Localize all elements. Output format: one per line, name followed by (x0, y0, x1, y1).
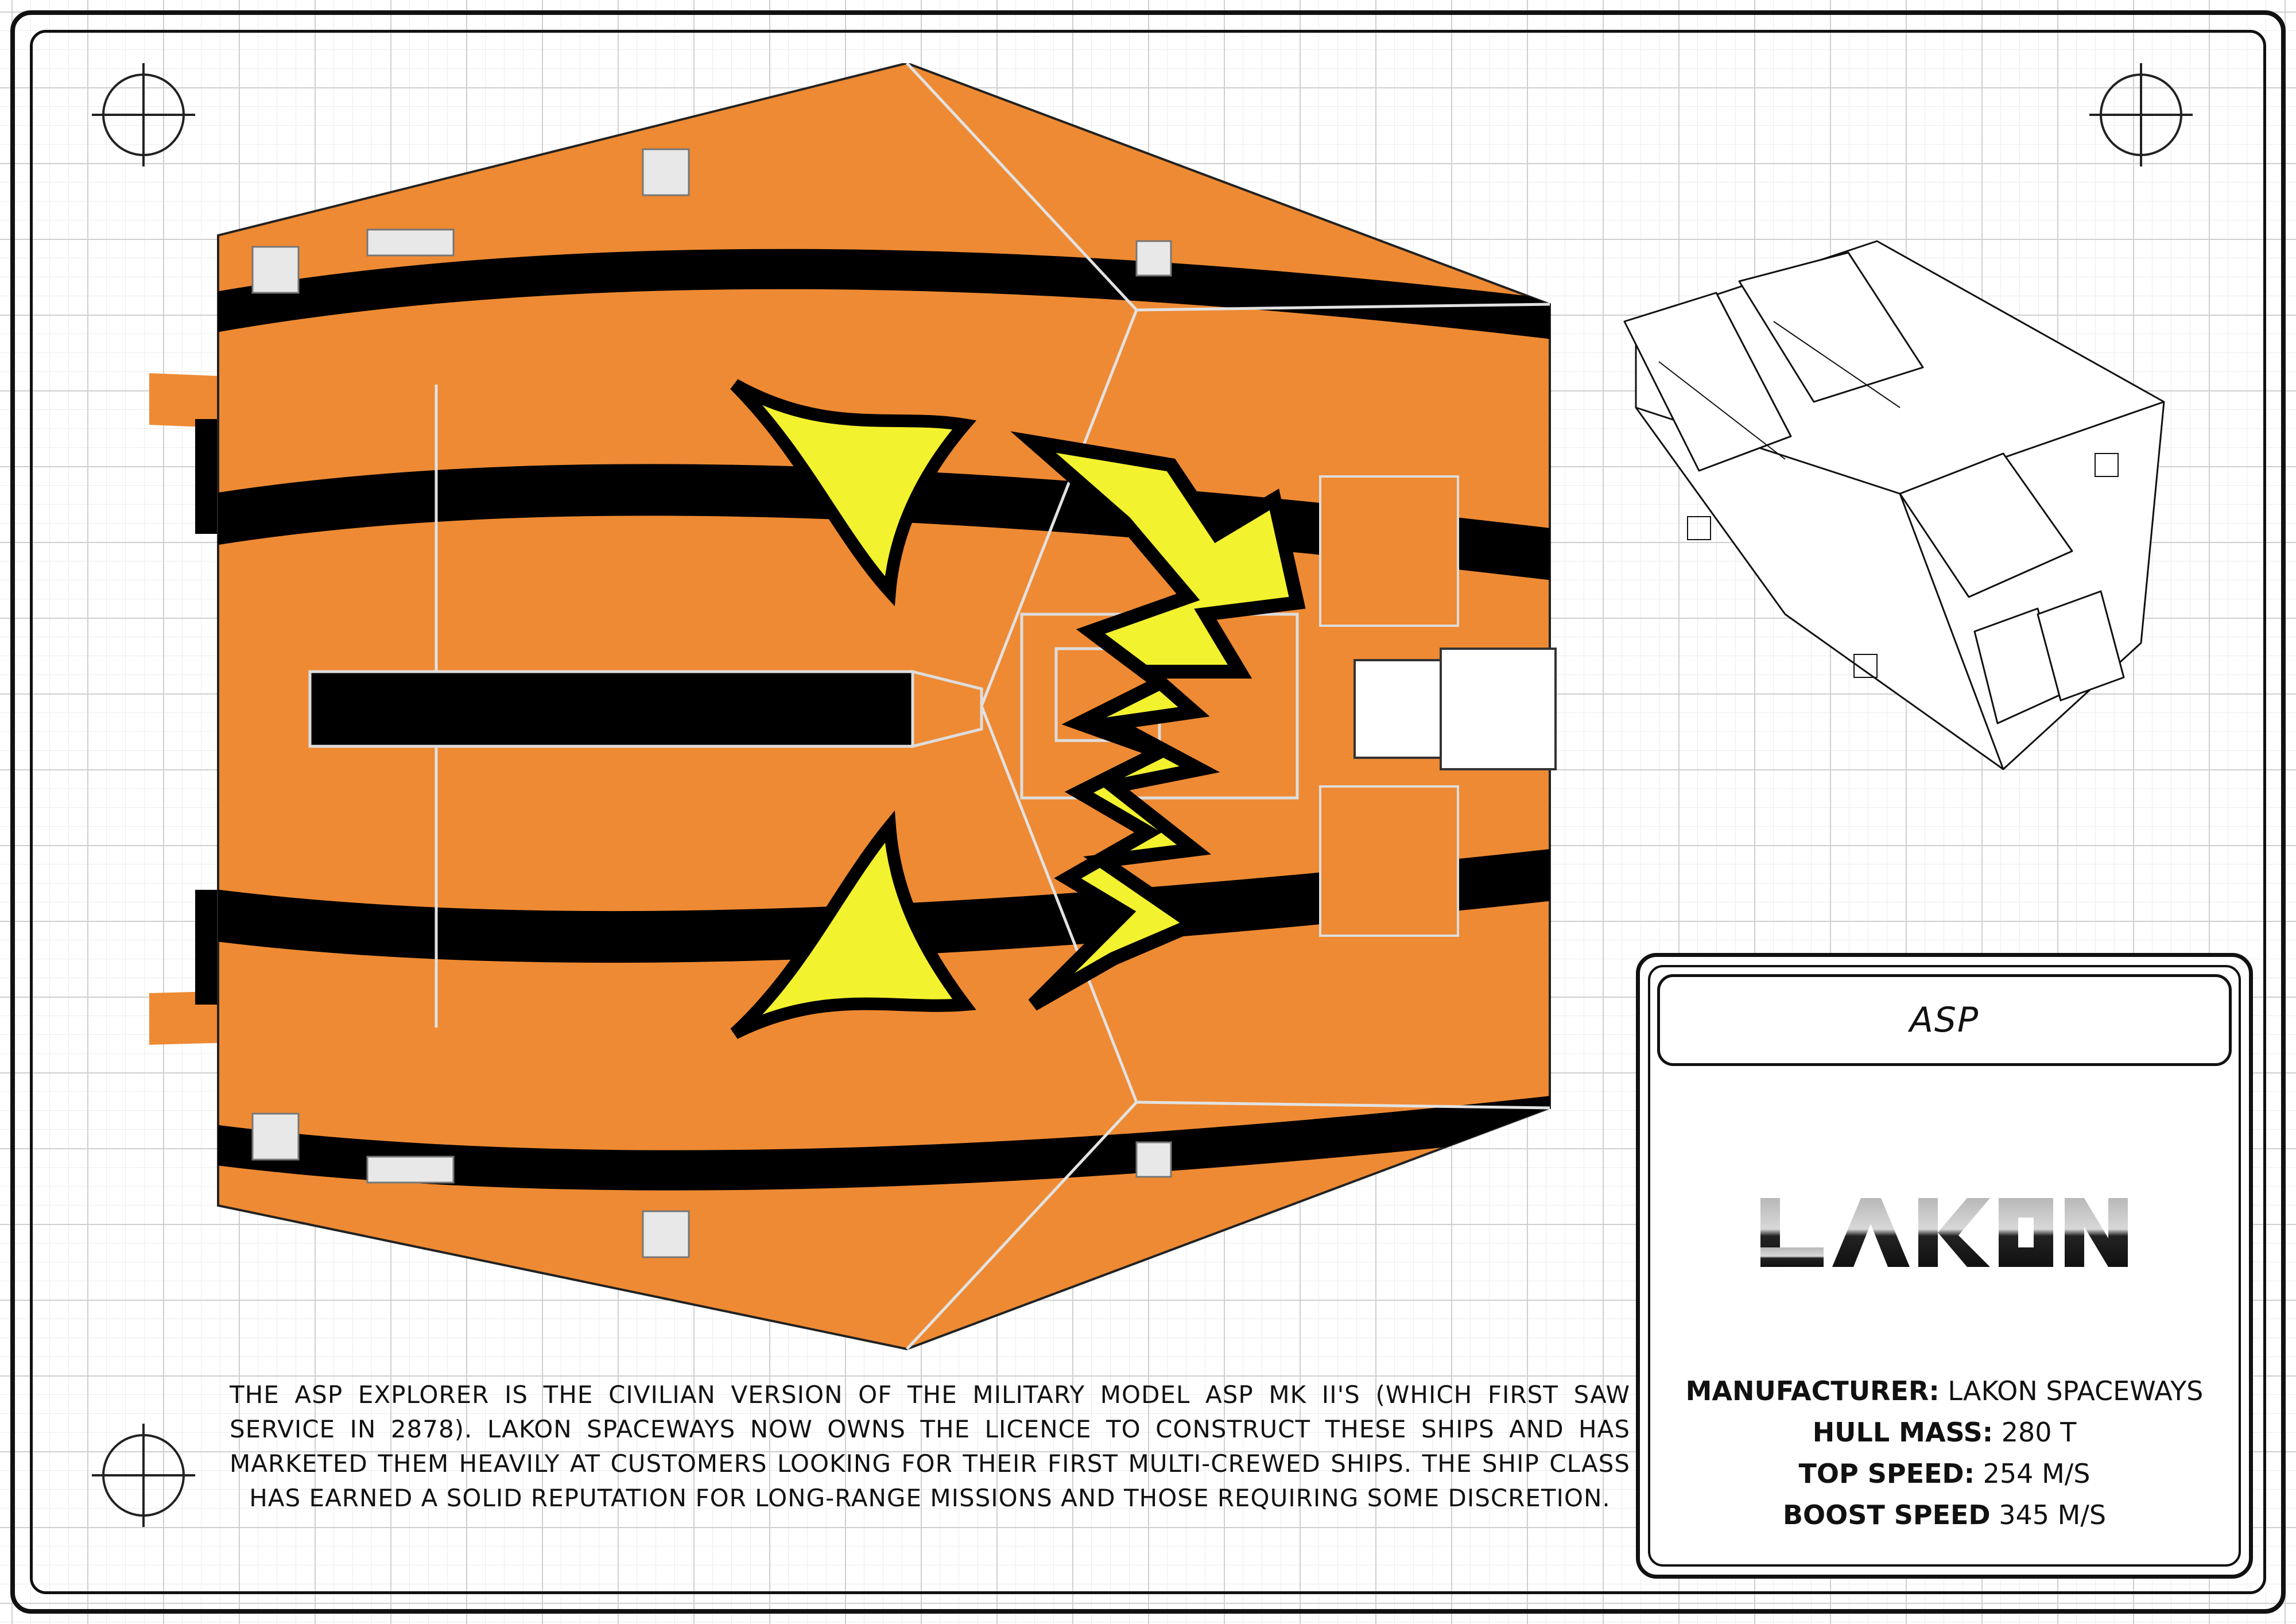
spec-boost-speed: BOOST SPEED 345 M/S (1640, 1494, 2249, 1536)
outer-frame (10, 10, 2286, 1614)
livery-stripes (218, 249, 1550, 1191)
spec-manufacturer: MANUFACTURER: LAKON SPACEWAYS (1640, 1370, 2249, 1412)
livery-teeth (1010, 431, 1306, 1011)
iso-engine-pod-upper (1738, 251, 1924, 403)
spec-top-speed: TOP SPEED: 254 M/S (1640, 1453, 2249, 1494)
spec-value: LAKON SPACEWAYS (1948, 1375, 2204, 1406)
livery-eye-lower (730, 810, 976, 1039)
spec-label: BOOST SPEED (1782, 1499, 1991, 1530)
livery-eye-upper (730, 379, 977, 607)
spec-hull-mass: HULL MASS: 280 T (1640, 1412, 2249, 1453)
spec-value: 254 M/S (1983, 1458, 2091, 1489)
ship-name: ASP (1909, 1000, 1980, 1040)
lakon-logo (1760, 1198, 2128, 1267)
spec-label: MANUFACTURER: (1685, 1375, 1940, 1406)
spec-label: TOP SPEED: (1798, 1458, 1975, 1489)
registration-mark-bottom-left (92, 1424, 195, 1527)
info-panel-inner-border (1648, 965, 2241, 1567)
spec-value: 280 T (2001, 1417, 2077, 1448)
ship-title-bar: ASP (1657, 974, 2232, 1066)
registration-mark-top-left (92, 63, 195, 166)
registration-mark-top-right (2089, 63, 2193, 166)
thruster-upper (1319, 475, 1459, 627)
ship-top-view-illustration (149, 63, 1557, 1351)
ship-info-panel: ASP MANUFA (1636, 953, 2253, 1579)
ship-specs: MANUFACTURER: LAKON SPACEWAYS HULL MASS:… (1640, 1370, 2249, 1536)
spec-value: 345 M/S (1999, 1499, 2107, 1530)
thruster-lower (1319, 785, 1459, 937)
central-spine (308, 669, 983, 749)
inner-frame (30, 30, 2266, 1594)
hull-vents (251, 148, 1172, 1258)
spec-label: HULL MASS: (1812, 1417, 1994, 1448)
iso-engine-pod-left (1623, 292, 1792, 472)
iso-cockpit (1899, 452, 2073, 598)
ship-isometric-drawing (1623, 240, 2165, 770)
ship-description: THE ASP EXPLORER IS THE CIVILIAN VERSION… (230, 1381, 1630, 1512)
